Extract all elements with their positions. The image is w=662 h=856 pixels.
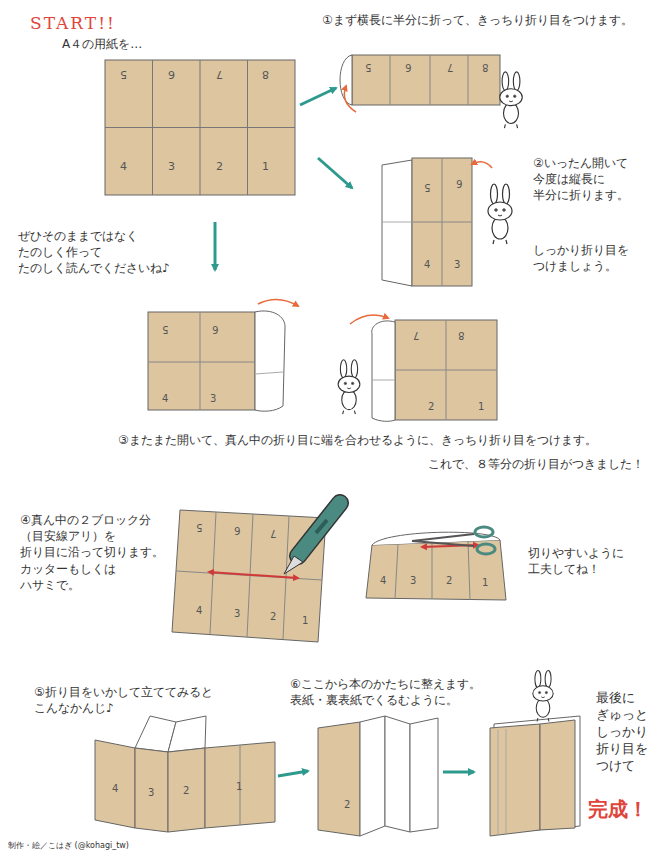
page-number: 8 (458, 328, 464, 342)
page-number: 6 (168, 66, 175, 81)
note-text: これで、８等分の折り目がつきました！ (428, 456, 644, 472)
done-text: 完成！ (588, 796, 648, 823)
page-number: 5 (120, 66, 127, 81)
page-number: 7 (413, 328, 419, 342)
page-number: 8 (482, 60, 488, 74)
page-number: 6 (212, 322, 218, 336)
page-number: 3 (454, 258, 460, 272)
page-number: 3 (234, 607, 240, 621)
credit-text: 制作・絵／こはぎ (@kohagi_tw) (8, 841, 129, 852)
standing-book (95, 716, 275, 832)
page-number: 5 (196, 520, 202, 534)
note-text: しっかり折り目を つけましょう。 (533, 242, 635, 274)
page-number: 3 (148, 786, 154, 800)
step-text: ②いったん開いて 今度は縦長に 半分に折ります。 (533, 155, 635, 204)
page-number: 5 (162, 322, 168, 336)
page-number: 6 (456, 176, 462, 190)
page-number: 4 (162, 392, 168, 406)
note-text: ぜひそのままではなく たのしく作って たのしく読んでくださいね♪ (18, 228, 180, 277)
page-number: 1 (236, 780, 242, 794)
cut-step (172, 503, 506, 642)
page-number: 2 (428, 400, 434, 414)
page-number: 4 (424, 258, 430, 272)
page-number: 6 (405, 60, 411, 74)
page-number: 4 (112, 782, 118, 796)
page-number: 1 (302, 614, 308, 628)
flat-sheet (105, 60, 295, 195)
page-number: 2 (216, 160, 223, 175)
page-number: 2 (183, 784, 189, 798)
page-number: 2 (446, 574, 452, 588)
page-number: 3 (210, 392, 216, 406)
step-arrows (215, 88, 474, 776)
fold-step-3 (148, 299, 497, 421)
page-number: 7 (447, 60, 453, 74)
fold-step-2 (382, 158, 512, 286)
step-text: ⑤折り目をいかして立ててみると こんなかんじ♪ (34, 684, 220, 716)
page-number: 5 (424, 180, 430, 194)
step-text: ④真ん中の２ブロック分 （目安線アリ）を 折り目に沿って切ります。 カッターもし… (20, 512, 170, 593)
page-number: 2 (344, 798, 350, 812)
step-text: ⑥ここから本のかたちに整えます。 表紙・裏表紙でくるむように。 (290, 676, 488, 708)
step-text: ①まず横長に半分に折って、きっちり折り目をつけます。 (322, 12, 633, 28)
note-text: 最後に ぎゅっと しっかり 折り目を つけて (596, 690, 652, 774)
finished-book (490, 671, 580, 837)
page-number: 4 (120, 160, 127, 175)
intro-text: A４の用紙を… (62, 36, 142, 52)
page-number: 3 (410, 574, 416, 588)
page-number: 1 (478, 400, 484, 414)
page-number: 5 (365, 60, 371, 74)
page-number: 4 (380, 574, 386, 588)
note-text: 切りやすいように 工夫してね！ (528, 545, 630, 577)
page-number: 8 (262, 66, 269, 81)
page-number: 7 (270, 526, 276, 540)
start-heading: START!! (30, 12, 116, 35)
page-number: 4 (196, 604, 202, 618)
page-number: 1 (262, 160, 269, 175)
shaping-book (318, 716, 438, 836)
page-number: 6 (234, 523, 240, 537)
page-number: 2 (270, 610, 276, 624)
page-number: 3 (168, 160, 175, 175)
page-number: 7 (216, 66, 223, 81)
page-number: 1 (482, 576, 488, 590)
step-text: ③またまた開いて、真ん中の折り目に端を合わせるように、きっちり折り目をつけます。 (118, 432, 597, 448)
fold-step-1 (340, 55, 522, 128)
